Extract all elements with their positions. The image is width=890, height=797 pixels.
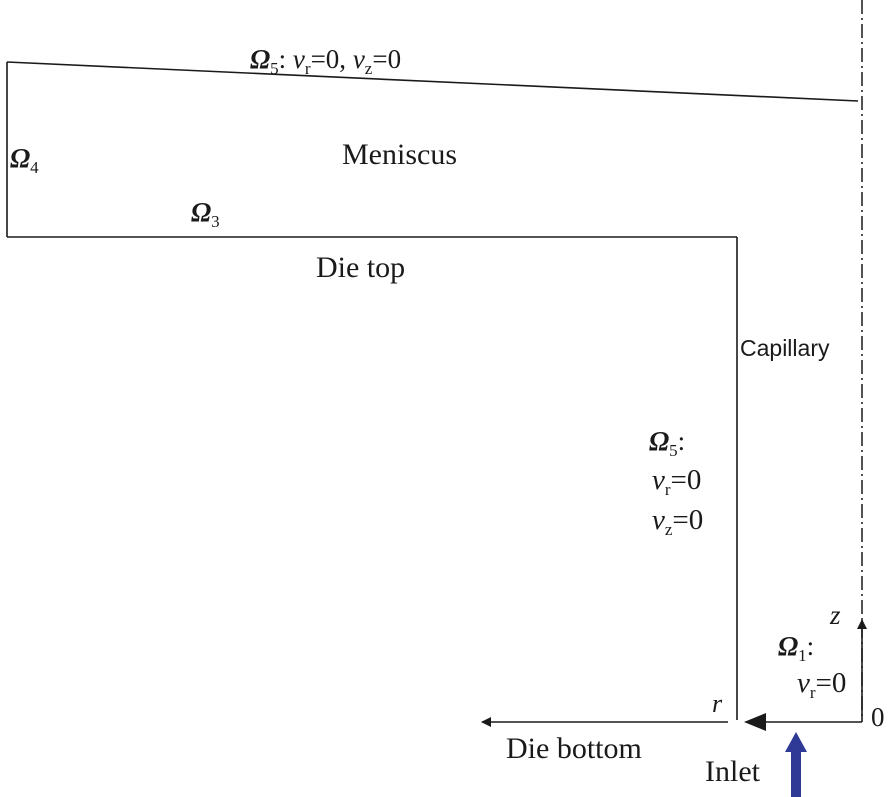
omega4-label: Ω4: [10, 143, 39, 177]
side-vr-label: vr=0: [652, 464, 701, 499]
die-top-label: Die top: [316, 251, 405, 284]
meniscus-label: Meniscus: [342, 138, 457, 171]
inlet-vr-label: vr=0: [797, 667, 846, 702]
inlet-arrow: [785, 732, 807, 797]
omega5-side-label: Ω5:: [649, 426, 685, 460]
die-bottom-label: Die bottom: [506, 732, 642, 765]
meniscus-boundary-line: [6, 61, 859, 102]
r-axis-label: r: [712, 689, 723, 718]
side-vz-label: vz=0: [652, 504, 703, 539]
z-axis-label: z: [829, 600, 841, 630]
omega5-top-label: Ω5: vr=0, vz=0: [250, 44, 401, 78]
omega1-label: Ω1:: [778, 631, 814, 665]
inlet-label: Inlet: [705, 755, 761, 788]
origin-label: 0: [871, 702, 885, 732]
omega3-label: Ω3: [191, 197, 220, 231]
capillary-label: Capillary: [740, 335, 830, 361]
